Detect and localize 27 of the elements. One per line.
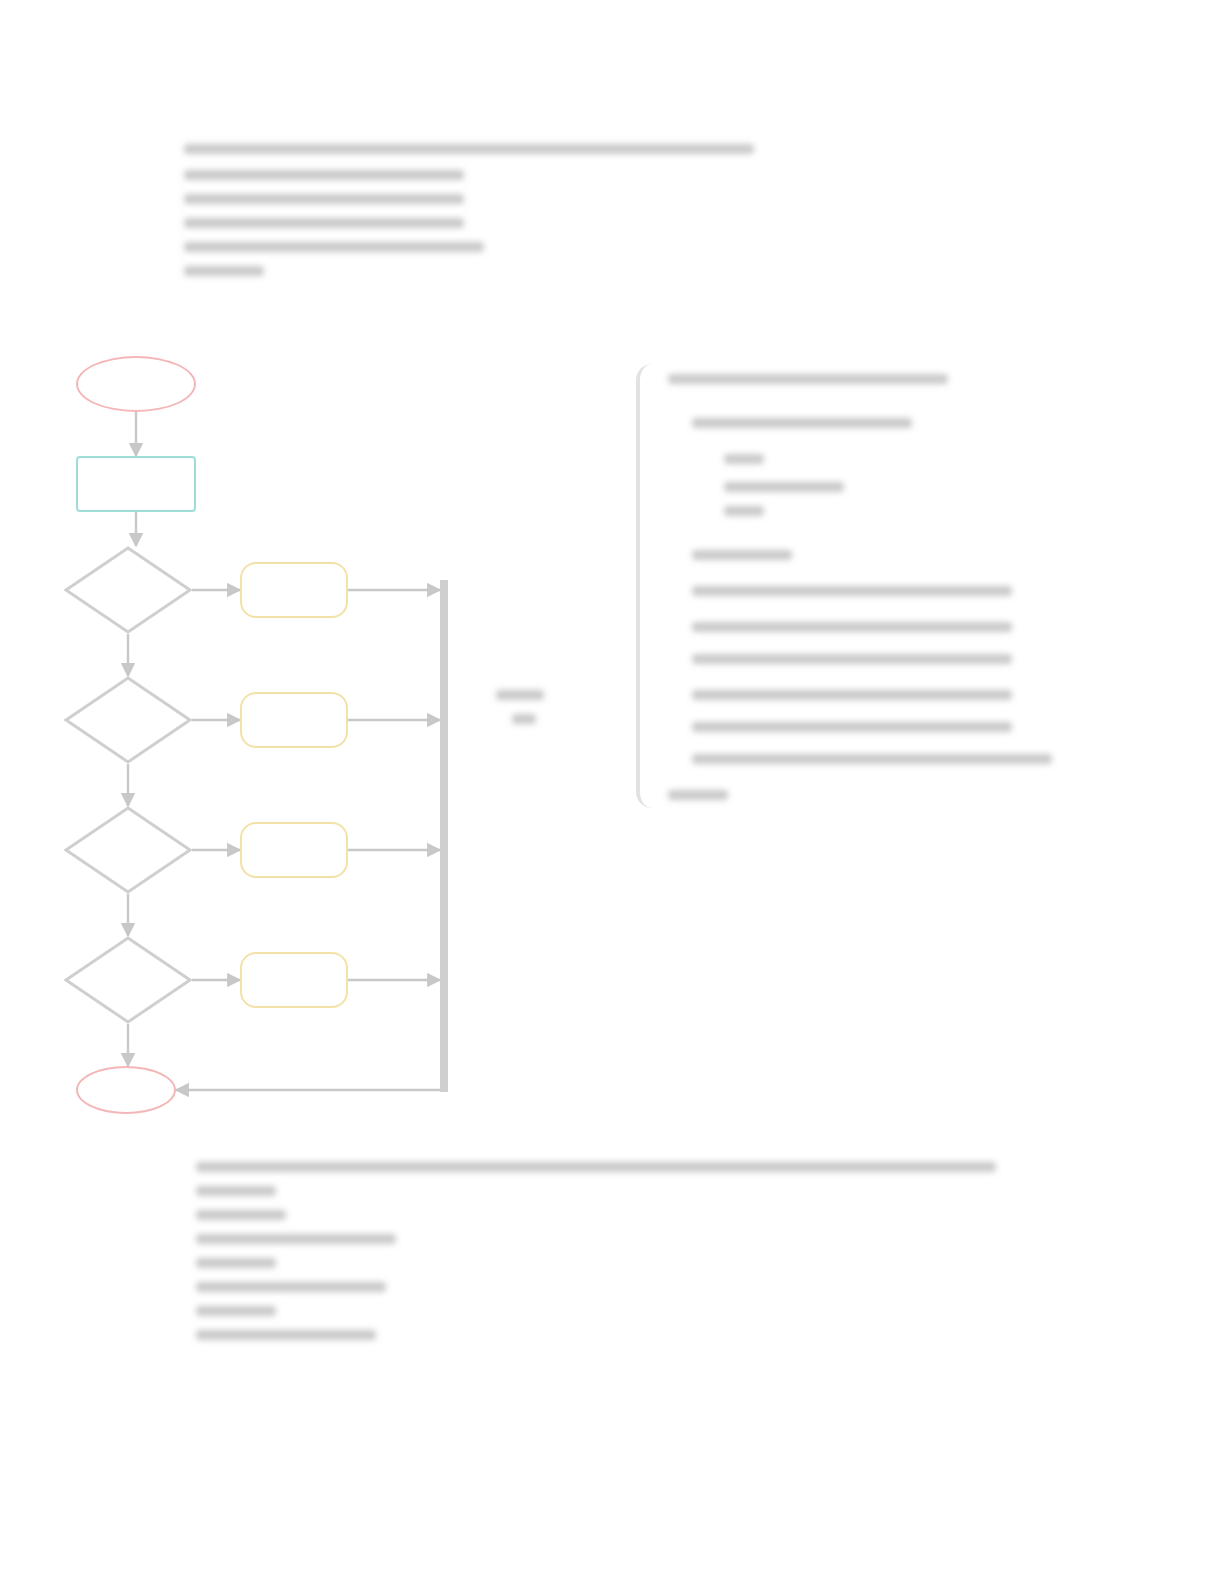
arrow: [120, 634, 136, 678]
arrow: [192, 582, 242, 598]
decision-diamond: [64, 546, 192, 634]
process-box: [240, 562, 348, 618]
arrow: [348, 582, 442, 598]
process-box: [240, 822, 348, 878]
process-box: [240, 692, 348, 748]
terminator-ellipse: [76, 356, 196, 412]
decision-diamond: [64, 676, 192, 764]
arrow: [128, 512, 144, 548]
arrow: [120, 1024, 136, 1068]
arrow: [192, 972, 242, 988]
arrow: [348, 842, 442, 858]
decision-diamond: [64, 936, 192, 1024]
arrow: [174, 1082, 440, 1098]
arrow: [120, 764, 136, 808]
junction-bar: [440, 580, 448, 1092]
arrow: [128, 412, 144, 458]
process-box: [76, 456, 196, 512]
decision-diamond: [64, 806, 192, 894]
arrow: [120, 894, 136, 938]
terminator-ellipse: [76, 1066, 176, 1114]
arrow: [192, 712, 242, 728]
arrow: [348, 712, 442, 728]
arrow: [348, 972, 442, 988]
arrow: [192, 842, 242, 858]
process-box: [240, 952, 348, 1008]
